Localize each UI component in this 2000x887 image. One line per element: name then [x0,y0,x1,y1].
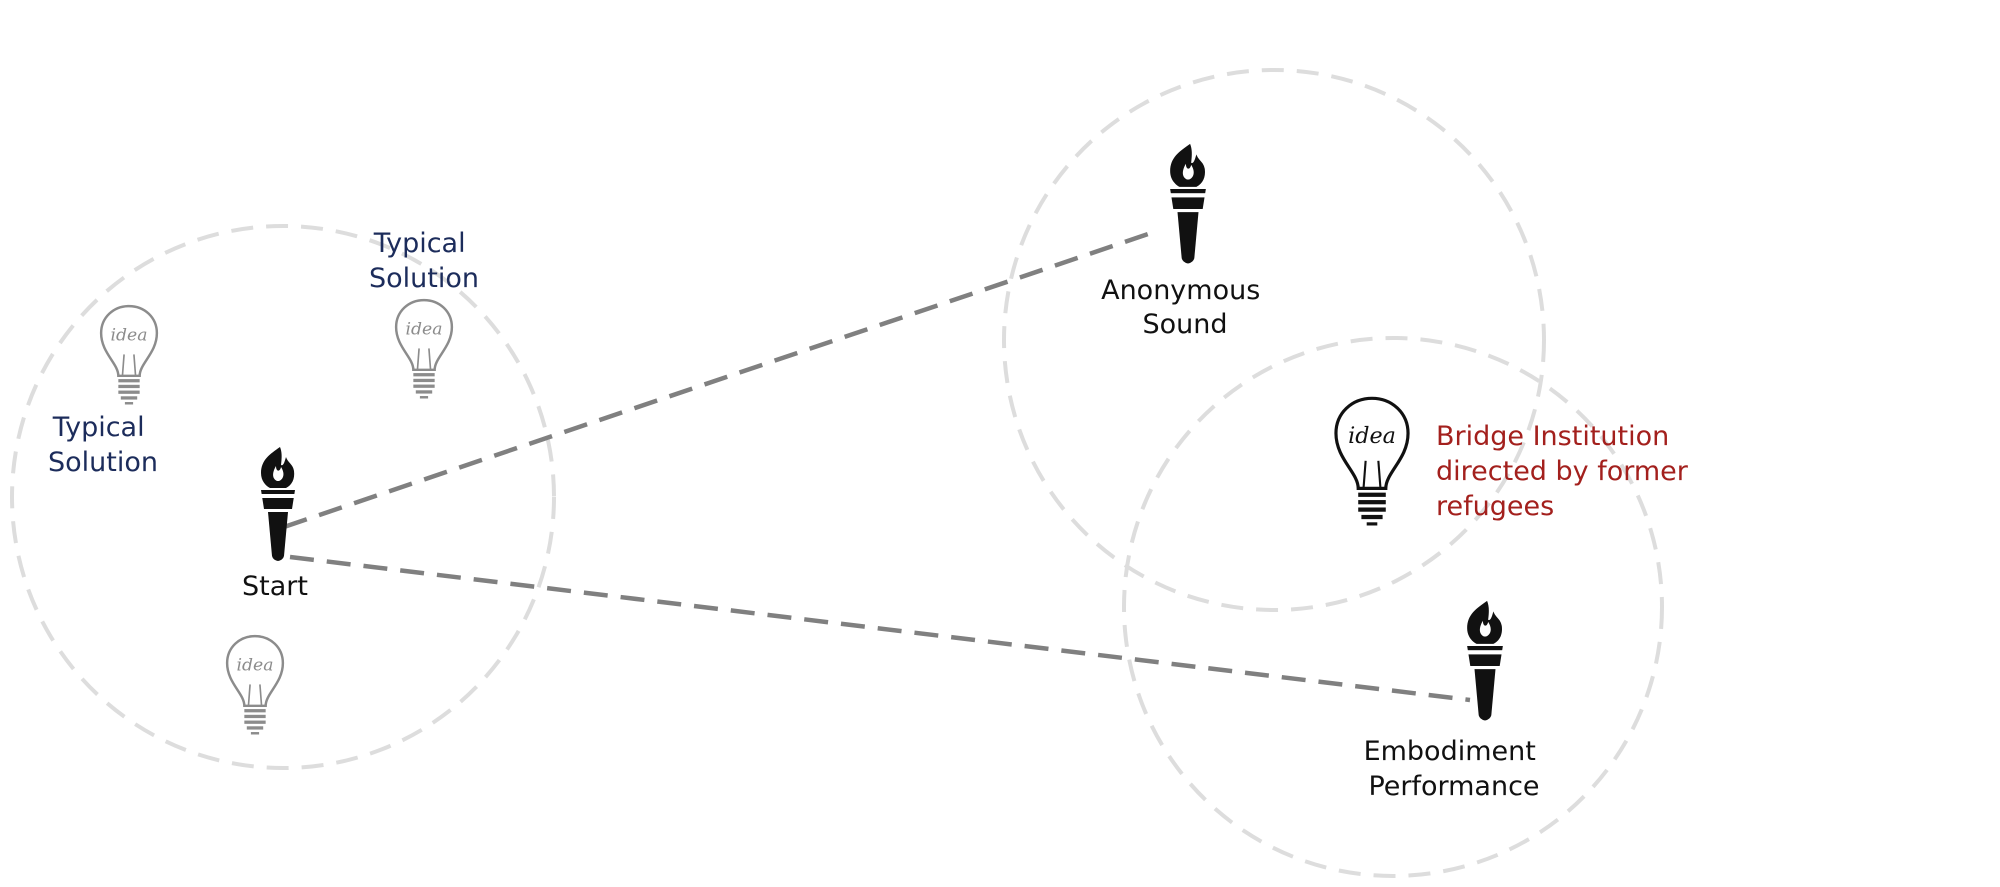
torch-icon [1467,600,1503,721]
idea-label-typical-solution-left: Typical Solution [48,412,158,478]
idea-bulb-bridge-institution [1334,396,1410,528]
start-zone-circle [10,224,556,770]
lightbulb-icon [225,634,285,736]
lightbulb-icon [99,304,159,406]
idea-bulb-typical-solution-top [394,298,454,400]
idea-label-bridge-institution: Bridge Institution directed by former re… [1436,421,1696,522]
node-label-embodiment-performance: Embodiment Performance [1364,736,1545,802]
lightbulb-icon [394,298,454,400]
connector-start-to-anonymous-sound [283,227,1161,530]
embodiment-performance-zone-circle [1122,336,1664,878]
idea-bulb-typical-solution-left [99,304,159,406]
lightbulb-icon [1334,396,1410,528]
torch-icon [1170,143,1206,264]
node-label-anonymous-sound: Anonymous Sound [1101,275,1269,340]
torch-icon [261,447,295,561]
idea-bulb-unlabeled-bottom [225,634,285,736]
node-label-start: Start [242,571,308,602]
anonymous-sound-zone-circle [1002,68,1546,612]
idea-label-typical-solution-top: Typical Solution [369,228,479,294]
connector-start-to-embodiment-performance [289,554,1471,703]
